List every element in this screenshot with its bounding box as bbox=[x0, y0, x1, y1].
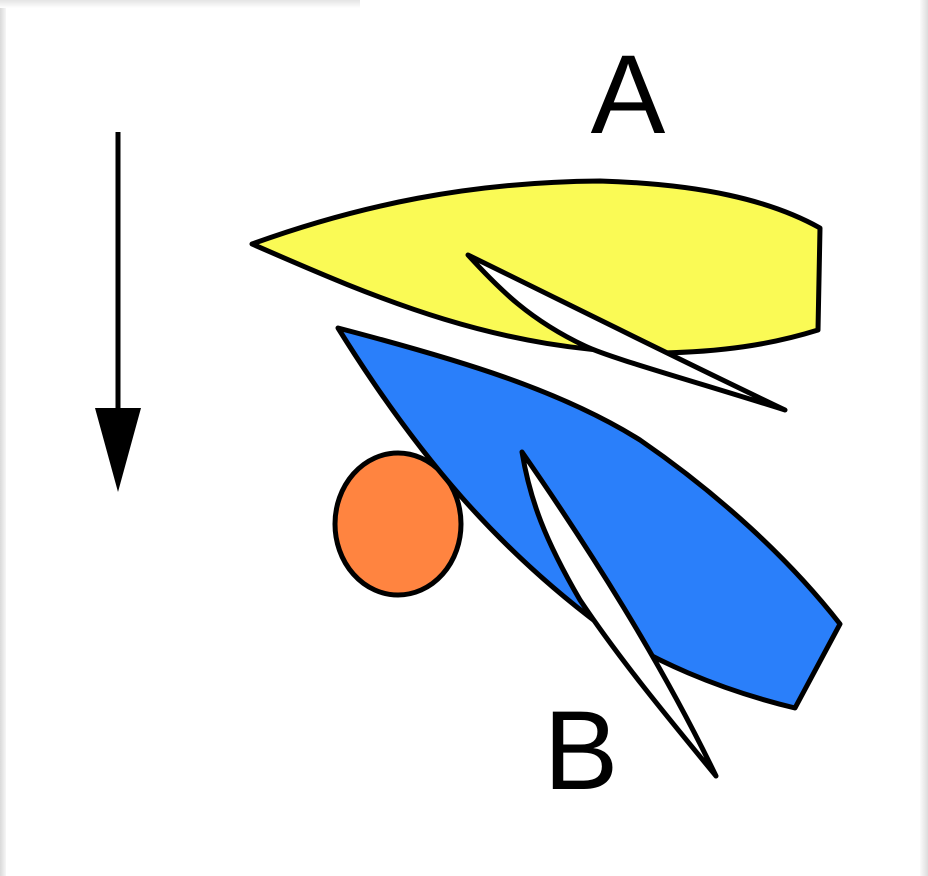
boat-a bbox=[249, 178, 823, 413]
boat-a-sail bbox=[465, 252, 788, 413]
boat-b-hull bbox=[335, 325, 843, 711]
wind-arrow-head bbox=[95, 408, 141, 492]
boat-a-label: A bbox=[591, 32, 666, 157]
frame-edge-left bbox=[0, 0, 6, 876]
boat-a-hull bbox=[249, 178, 823, 356]
mark-buoy bbox=[332, 450, 464, 598]
wind-arrow bbox=[95, 132, 141, 492]
boat-b bbox=[335, 325, 843, 779]
frame-edge-right bbox=[920, 0, 928, 876]
boat-b-label: B bbox=[544, 688, 619, 813]
frame-edge-top bbox=[0, 0, 360, 8]
boat-b-sail bbox=[519, 449, 719, 779]
